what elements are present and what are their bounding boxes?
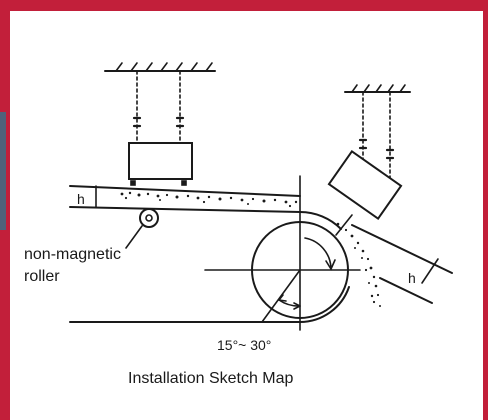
material-flow-flat bbox=[120, 191, 298, 208]
magnet-box-left bbox=[128, 142, 193, 186]
ceiling-mount-left bbox=[104, 62, 216, 72]
hanging-chains-right bbox=[362, 91, 391, 181]
frame-top-border bbox=[0, 0, 488, 11]
pulley-axes bbox=[204, 175, 361, 331]
discharge-chute bbox=[351, 224, 453, 304]
non-magnetic-roller bbox=[139, 208, 159, 228]
chain-bolts-right bbox=[358, 138, 395, 160]
roller-label-line1: non-magnetic bbox=[24, 246, 121, 263]
height-dim-right bbox=[421, 258, 439, 284]
roller-label: non-magnetic roller bbox=[24, 244, 121, 288]
rotation-arrow bbox=[304, 237, 336, 271]
roller-leader-line bbox=[125, 225, 143, 249]
height-symbol-left: h bbox=[77, 191, 85, 207]
angle-indicator bbox=[261, 269, 301, 323]
material-trajectory bbox=[336, 222, 381, 307]
chain-bolts-left bbox=[132, 116, 185, 128]
sketch-title: Installation Sketch Map bbox=[128, 370, 294, 387]
frame-right-border bbox=[483, 0, 488, 420]
roller-label-line2: roller bbox=[24, 268, 60, 285]
side-tab bbox=[0, 112, 6, 230]
belt-top-flat bbox=[69, 185, 301, 213]
magnet-box-right bbox=[327, 150, 403, 220]
angle-range-label: 15°~ 30° bbox=[217, 337, 272, 353]
magnet-right-leader bbox=[335, 214, 353, 236]
hanging-chains-left bbox=[136, 70, 181, 144]
ceiling-mount-right bbox=[344, 84, 411, 93]
height-symbol-right: h bbox=[408, 270, 416, 286]
